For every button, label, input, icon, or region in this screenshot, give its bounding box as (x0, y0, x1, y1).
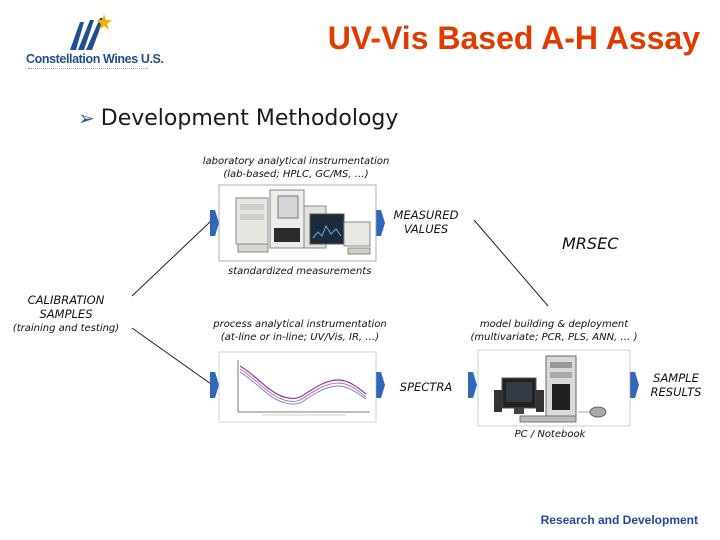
logo-mark-icon (70, 14, 112, 50)
arrow-tab-spectra-out (376, 372, 385, 398)
calibration-samples-label: CALIBRATION SAMPLES (training and testin… (6, 293, 126, 336)
logo-text: Constellation Wines U.S. (26, 52, 164, 66)
process-instrument-note: process analytical instrumentation (at-l… (200, 318, 400, 344)
logo-tagline (28, 68, 148, 72)
sample-line-1: SAMPLE (653, 371, 699, 385)
calib-line-1: CALIBRATION (27, 293, 105, 307)
page-title: UV-Vis Based A-H Assay (327, 20, 700, 56)
lab-note-line-1: laboratory analytical instrumentation (202, 156, 390, 167)
sample-results-label: SAMPLE RESULTS (642, 371, 710, 399)
arrow-tab-lab-in (210, 210, 219, 236)
company-logo: Constellation Wines U.S. (20, 12, 164, 76)
model-note-line-1: model building & deployment (479, 319, 629, 330)
calib-line-2: SAMPLES (39, 307, 93, 321)
measured-values-label: MEASURED VALUES (388, 208, 464, 236)
arrow-tab-lab-out (376, 210, 385, 236)
model-note-line-2: (multivariate; PCR, PLS, ANN, … ) (470, 332, 638, 343)
measured-line-1: MEASURED (393, 208, 459, 222)
bullet-arrow-icon: ➢ (78, 106, 95, 130)
footer-text: Research and Development (540, 513, 698, 527)
connector-calib-to-lab (131, 220, 212, 297)
process-note-line-1: process analytical instrumentation (213, 319, 387, 330)
process-note-line-2: (at-line or in-line; UV/Vis, IR, …) (220, 332, 380, 343)
connector-calib-to-process (131, 327, 212, 385)
standardized-measurements-note: standardized measurements (228, 266, 372, 277)
arrow-tab-spectra-in (210, 372, 219, 398)
lab-instrument-image (218, 184, 377, 262)
calib-line-3: (training and testing) (12, 323, 120, 334)
lab-instrument-note: laboratory analytical instrumentation (l… (196, 155, 396, 181)
model-building-note: model building & deployment (multivariat… (460, 318, 648, 344)
pc-notebook-note: PC / Notebook (514, 429, 586, 440)
pc-notebook-image (477, 349, 631, 427)
sample-line-2: RESULTS (650, 385, 702, 399)
connector-measured-to-model (473, 219, 549, 307)
spectrum-plot-image (218, 351, 377, 423)
measured-line-2: VALUES (403, 222, 449, 236)
arrow-tab-pc-in (468, 372, 477, 398)
section-heading-text: Development Methodology (100, 106, 399, 131)
spectra-label: SPECTRA (399, 380, 453, 394)
section-heading: ➢Development Methodology (78, 106, 398, 131)
mrsec-label: MRSEC (562, 234, 619, 253)
lab-note-line-2: (lab-based; HPLC, GC/MS, …) (223, 169, 369, 180)
arrow-tab-pc-out (630, 372, 639, 398)
